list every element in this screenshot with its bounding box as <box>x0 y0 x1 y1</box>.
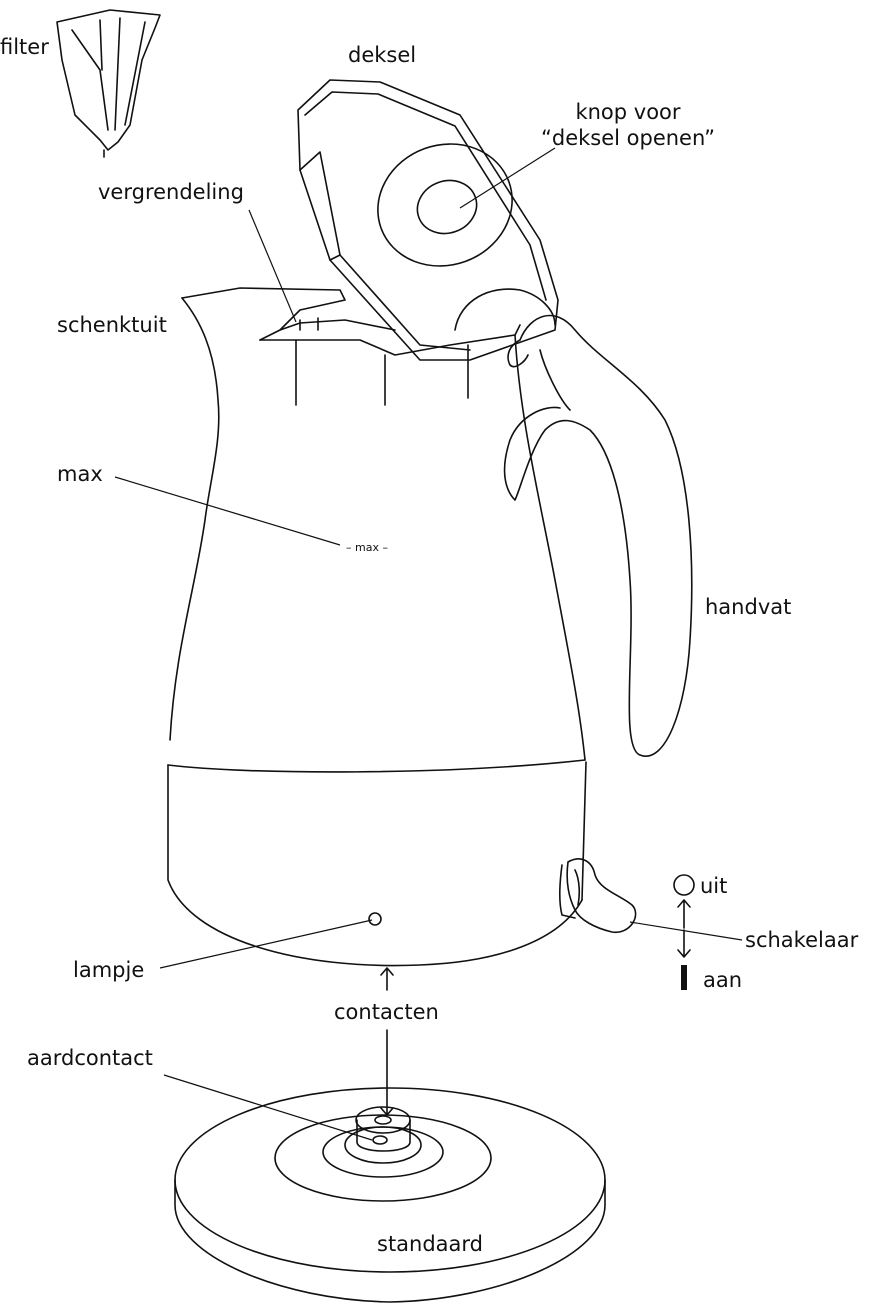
handle-drawing <box>505 316 692 757</box>
label-max-mark: – max – <box>346 541 388 554</box>
label-schakelaar: schakelaar <box>745 928 858 953</box>
label-filter: filter <box>0 35 49 60</box>
label-schenktuit: schenktuit <box>57 313 167 338</box>
label-vergrendeling: vergrendeling <box>98 180 244 205</box>
label-deksel: deksel <box>348 43 416 68</box>
label-aan: aan <box>703 968 742 993</box>
label-handvat: handvat <box>705 595 791 620</box>
label-aardcontact: aardcontact <box>27 1046 153 1071</box>
label-knop-line1: knop voor <box>518 100 738 125</box>
label-uit: uit <box>700 874 727 899</box>
kettle-body-drawing <box>115 288 586 966</box>
label-max: max <box>57 462 103 487</box>
filter-drawing <box>57 10 160 157</box>
label-knop-line2: “deksel openen” <box>518 126 738 151</box>
label-contacten: contacten <box>334 1000 439 1025</box>
leader-lines <box>160 148 555 1140</box>
label-lampje: lampje <box>73 958 144 983</box>
label-standaard: standaard <box>377 1232 483 1257</box>
